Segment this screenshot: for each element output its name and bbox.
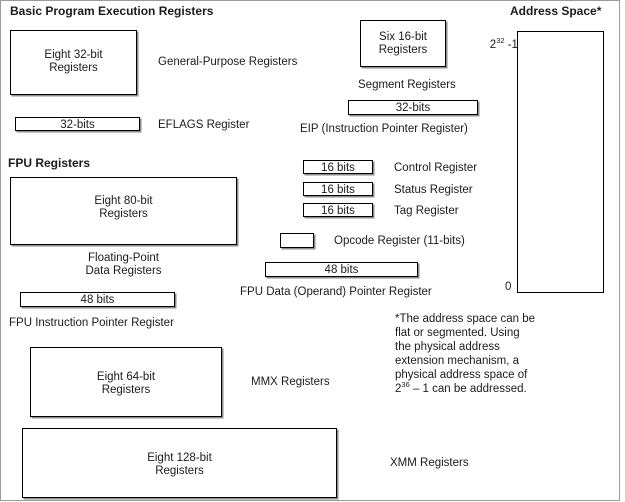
- xmm-registers-box-line2: Registers: [155, 465, 204, 477]
- footnote-line-2: flat or segmented. Using: [395, 327, 520, 339]
- page-title-basic-program-execution-registers: Basic Program Execution Registers: [10, 4, 214, 18]
- address-space-rectangle: [517, 31, 604, 293]
- mmx-registers-label: MMX Registers: [251, 376, 330, 388]
- footnote-line-4: extension mechanism, a: [395, 355, 520, 367]
- fpu-instruction-pointer-register-label: FPU Instruction Pointer Register: [9, 317, 174, 329]
- footnote-line-6-base: 2: [395, 383, 402, 395]
- fpu-registers-section-title: FPU Registers: [8, 156, 91, 170]
- fpu-status-register-label: Status Register: [394, 184, 473, 196]
- address-space-top-exponent: 32: [496, 36, 505, 46]
- address-space-footnote: *The address space can be flat or segmen…: [395, 312, 620, 396]
- fpu-tag-register-bar: 16 bits: [303, 203, 373, 217]
- fpu-data-registers-box-line2: Registers: [99, 208, 148, 220]
- general-purpose-registers-box: Eight 32-bit Registers: [10, 30, 137, 95]
- mmx-registers-box-line2: Registers: [101, 384, 151, 396]
- fpu-data-pointer-register-bar: 48 bits: [265, 262, 418, 277]
- footnote-line-6-tail: – 1 can be addressed.: [409, 383, 527, 395]
- fpu-data-registers-label-line2: Data Registers: [85, 265, 162, 277]
- segment-registers-box: Six 16-bit Registers: [360, 20, 446, 67]
- fpu-opcode-register-bar: [280, 233, 314, 248]
- eip-register-label: EIP (Instruction Pointer Register): [300, 123, 468, 135]
- eip-register-bar: 32-bits: [348, 100, 478, 115]
- segment-registers-label: Segment Registers: [358, 79, 456, 91]
- fpu-data-registers-box: Eight 80-bit Registers: [10, 177, 237, 245]
- fpu-data-registers-label-line1: Floating-Point: [88, 252, 159, 264]
- fpu-data-pointer-register-label: FPU Data (Operand) Pointer Register: [240, 286, 432, 298]
- address-space-top-tail: -1: [504, 39, 518, 51]
- page-title-address-space: Address Space*: [510, 4, 602, 18]
- fpu-control-register-bar: 16 bits: [303, 160, 373, 174]
- address-space-bottom-value: 0: [505, 281, 512, 293]
- fpu-opcode-register-label: Opcode Register (11-bits): [334, 235, 465, 247]
- footnote-line-6: 236 – 1 can be addressed.: [395, 380, 620, 396]
- fpu-status-register-bar: 16 bits: [303, 182, 373, 196]
- general-purpose-registers-box-line2: Registers: [49, 62, 98, 74]
- segment-registers-box-line1: Six 16-bit: [379, 31, 427, 43]
- segment-registers-box-line2: Registers: [378, 44, 428, 56]
- xmm-registers-box-line1: Eight 128-bit: [147, 452, 212, 464]
- fpu-control-register-label: Control Register: [394, 162, 478, 174]
- xmm-registers-box: Eight 128-bit Registers: [22, 428, 337, 498]
- footnote-line-1: *The address space can be: [395, 313, 536, 325]
- eflags-register-label: EFLAGS Register: [158, 119, 250, 131]
- mmx-registers-box-line1: Eight 64-bit: [96, 371, 156, 383]
- fpu-instruction-pointer-register-bar: 48 bits: [20, 292, 175, 307]
- fpu-data-registers-box-line1: Eight 80-bit: [94, 195, 153, 207]
- fpu-tag-register-label: Tag Register: [394, 205, 459, 217]
- mmx-registers-box: Eight 64-bit Registers: [30, 347, 222, 417]
- general-purpose-registers-label: General-Purpose Registers: [158, 56, 298, 68]
- general-purpose-registers-box-line1: Eight 32-bit: [44, 49, 103, 61]
- xmm-registers-label: XMM Registers: [390, 457, 469, 469]
- footnote-line-3: the physical address: [395, 341, 500, 353]
- footnote-line-5: physical address space of: [395, 369, 528, 381]
- address-space-top-value: 232 -1: [477, 27, 518, 63]
- eflags-register-bar: 32-bits: [15, 117, 140, 131]
- footnote-line-6-exponent: 36: [401, 380, 410, 390]
- address-space-top-base: 2: [489, 39, 497, 51]
